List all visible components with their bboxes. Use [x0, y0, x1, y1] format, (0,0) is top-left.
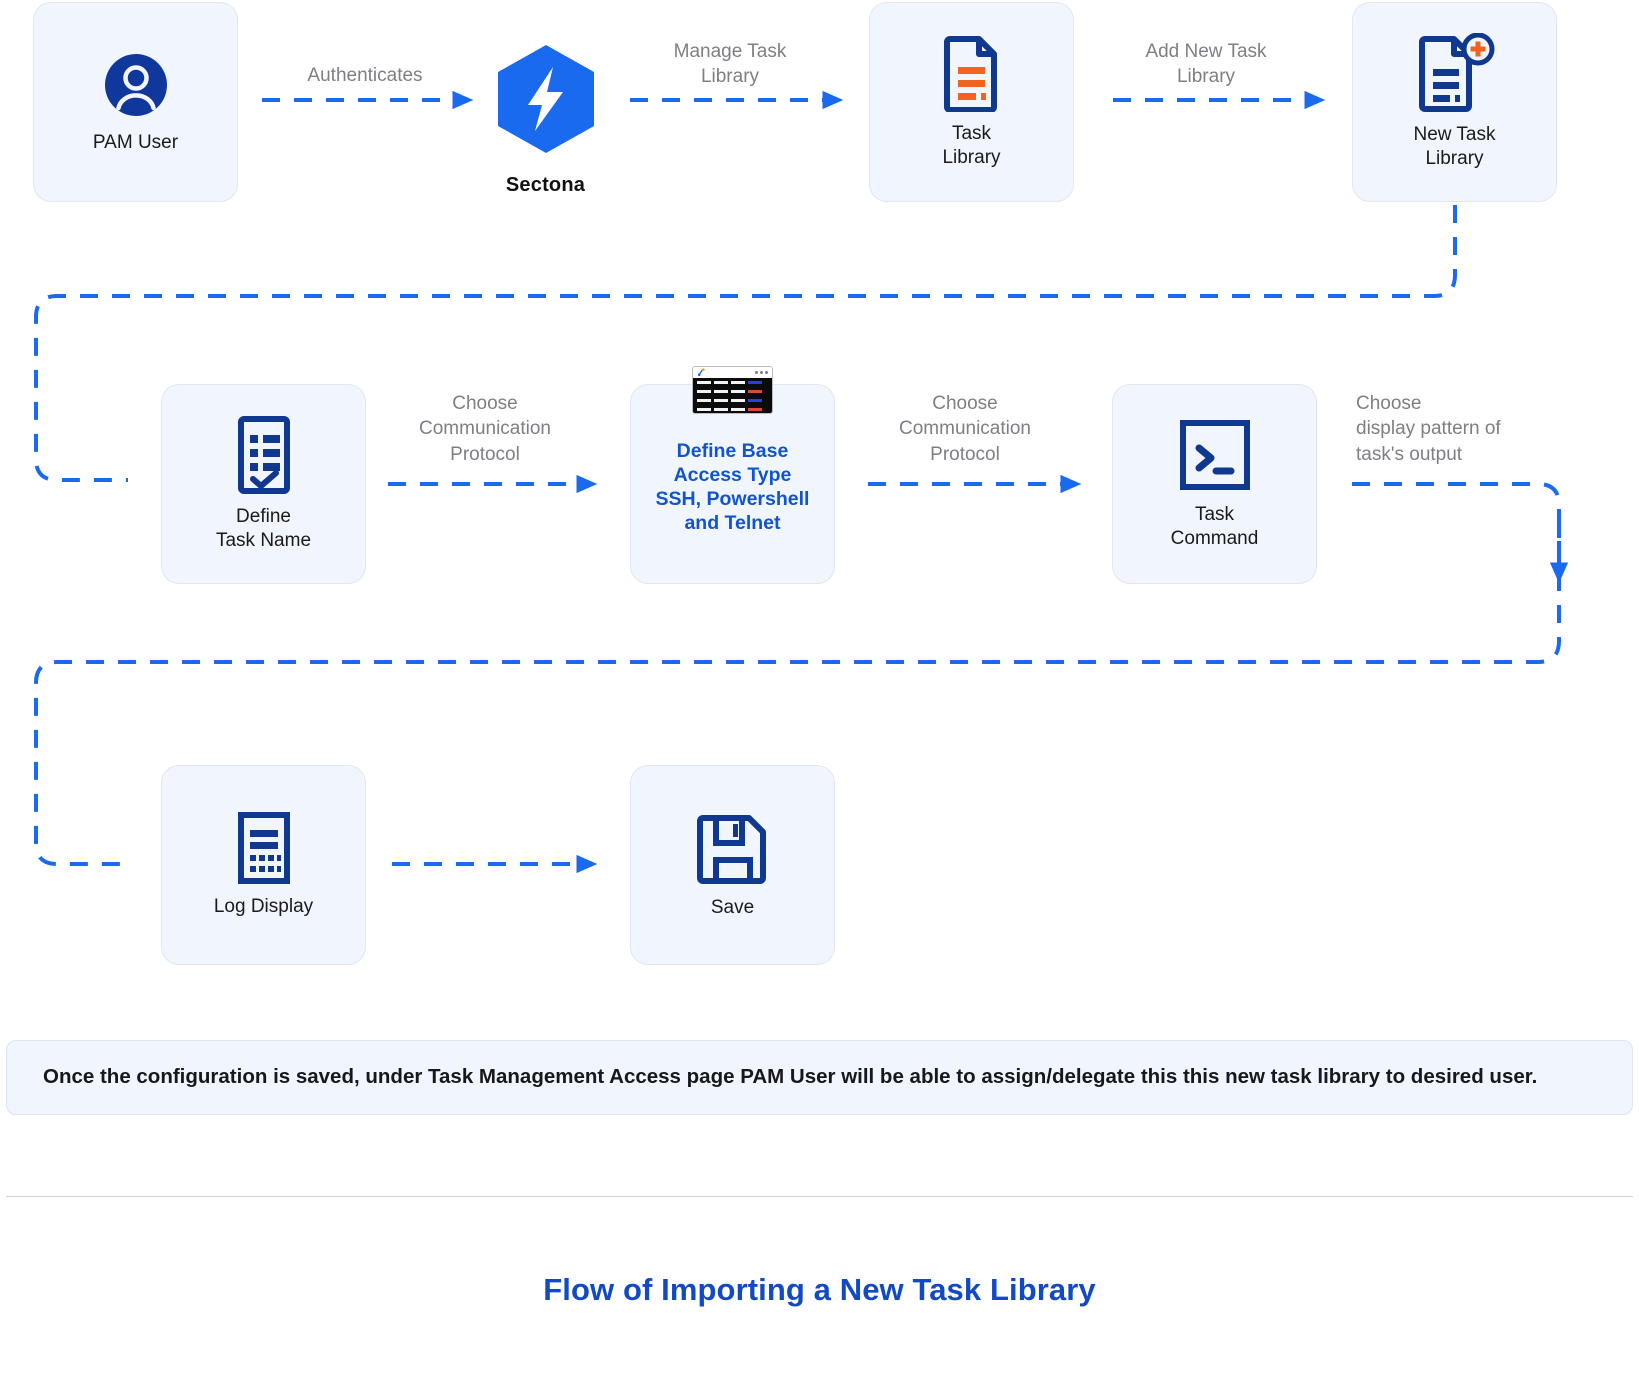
terminal-app-icon — [697, 368, 705, 377]
node-label: New Task Library — [1413, 123, 1496, 169]
footer-divider — [6, 1196, 1633, 1197]
user-circle-icon — [100, 49, 172, 121]
terminal-window-icon — [692, 366, 773, 414]
edge-label-manage-task-library: Manage Task Library — [673, 41, 787, 88]
node-label: Sectona — [505, 174, 586, 196]
edge-wrap-row2-to-row3 — [34, 482, 1561, 866]
node-label: Save — [710, 896, 755, 918]
node-pam-user[interactable]: PAM User — [33, 2, 238, 202]
node-label: Define Task Name — [215, 505, 312, 551]
node-log-display[interactable]: Log Display — [161, 765, 366, 965]
document-add-icon — [1414, 32, 1496, 113]
node-define-base-access-type[interactable]: Define Base Access Type SSH, Powershell … — [630, 384, 835, 584]
terminal-body — [693, 378, 772, 413]
node-save[interactable]: Save — [630, 765, 835, 965]
document-list-icon — [937, 34, 1007, 112]
info-banner: Once the configuration is saved, under T… — [6, 1040, 1633, 1115]
node-label: Log Display — [213, 895, 314, 917]
log-report-icon — [229, 811, 299, 885]
node-label: Define Base Access Type SSH, Powershell … — [655, 440, 810, 534]
sectona-hexagon-logo — [495, 43, 597, 160]
node-label: Task Command — [1170, 503, 1259, 549]
floppy-disk-save-icon — [695, 810, 771, 886]
node-label: PAM User — [92, 131, 179, 153]
node-label: Task Library — [942, 122, 1001, 168]
node-define-task-name[interactable]: Define Task Name — [161, 384, 366, 584]
node-task-library[interactable]: Task Library — [869, 2, 1074, 202]
edge-label-choose-display-pattern: Choose display pattern of task's output — [1356, 393, 1501, 465]
command-prompt-icon — [1177, 417, 1253, 493]
terminal-titlebar — [693, 367, 772, 378]
edge-label-authenticates: Authenticates — [307, 65, 423, 86]
node-new-task-library[interactable]: New Task Library — [1352, 2, 1557, 202]
checklist-icon — [231, 415, 297, 495]
node-task-command[interactable]: Task Command — [1112, 384, 1317, 584]
edge-label-add-new-task-library: Add New Task Library — [1145, 41, 1267, 88]
edge-label-choose-protocol-1: Choose Communication Protocol — [419, 393, 551, 465]
info-banner-text: Once the configuration is saved, under T… — [43, 1065, 1538, 1089]
diagram-title: Flow of Importing a New Task Library — [543, 1272, 1096, 1307]
edge-wrap-row1-to-row2 — [34, 205, 1457, 482]
edge-label-choose-protocol-2: Choose Communication Protocol — [899, 393, 1031, 465]
node-sectona[interactable]: Sectona — [487, 43, 604, 196]
terminal-window-dots — [755, 371, 768, 374]
